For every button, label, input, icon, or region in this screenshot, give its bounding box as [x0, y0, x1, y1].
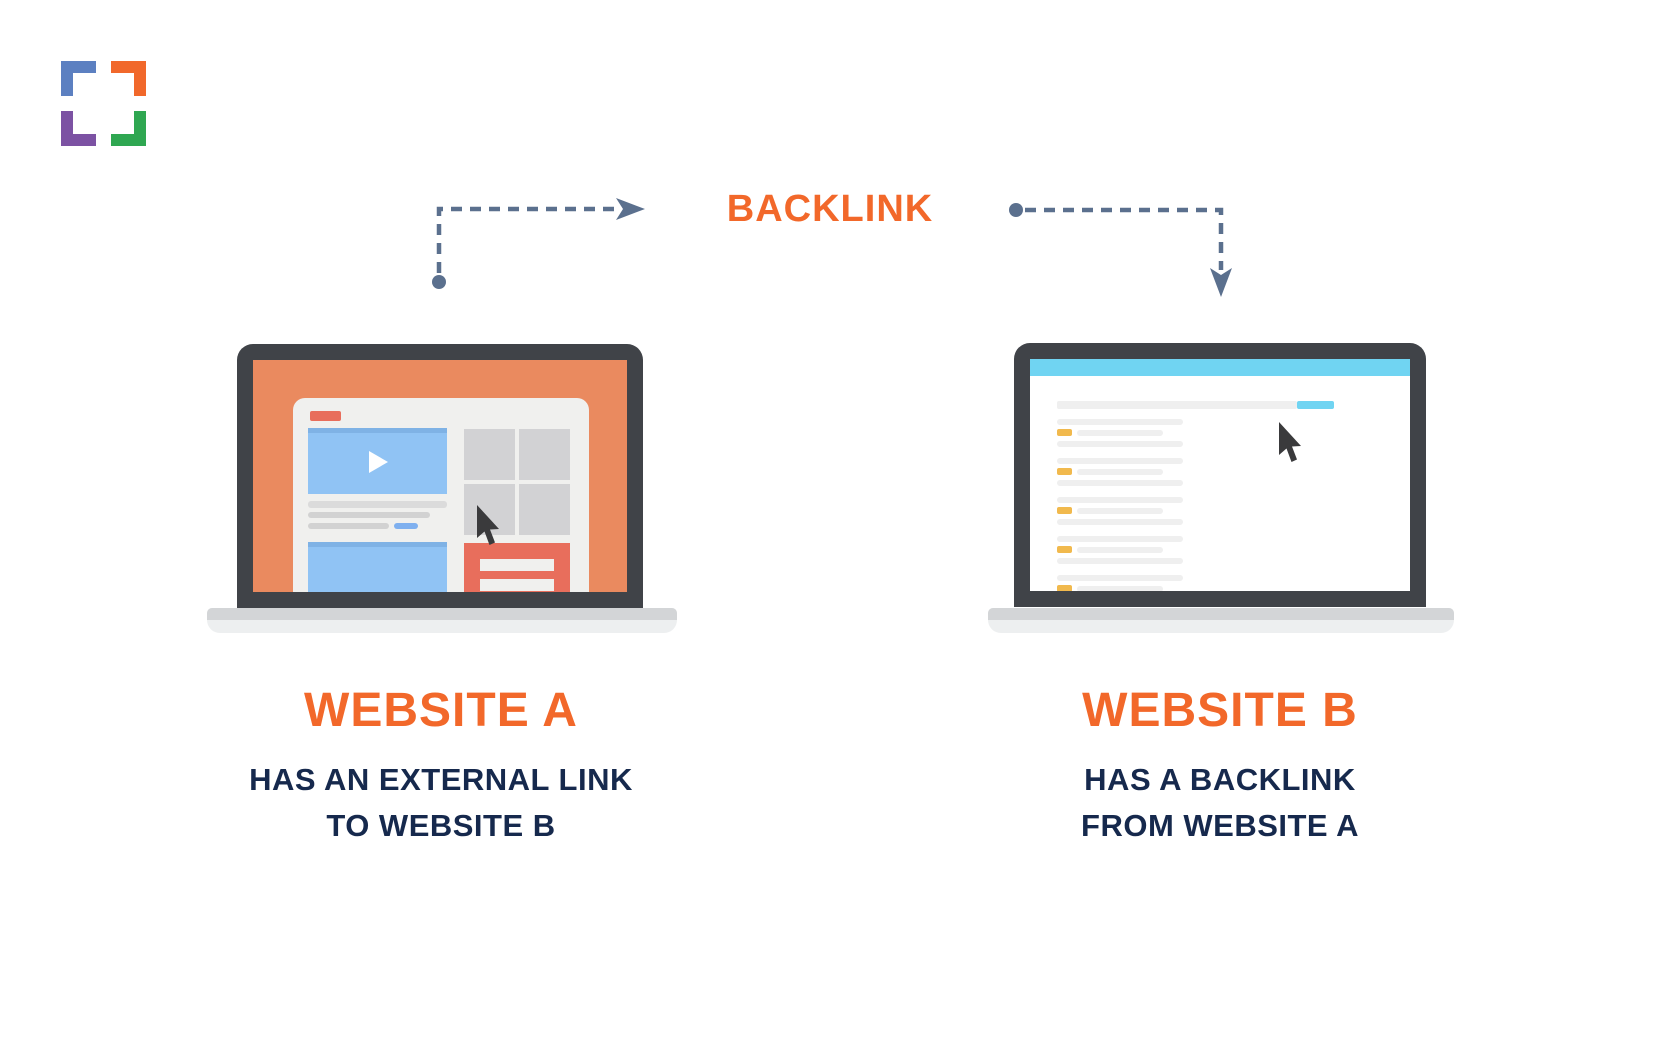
- result-line: [1057, 519, 1183, 525]
- result-line: [1057, 558, 1183, 564]
- text-line-placeholder: [308, 512, 430, 518]
- result-line: [1077, 508, 1163, 514]
- arrow-dashed-line: [436, 206, 618, 273]
- text-line-placeholder: [308, 501, 447, 508]
- laptop-a-base-edge: [207, 608, 677, 620]
- result-line: [1057, 419, 1183, 425]
- arrow-pointer-icon: [1279, 422, 1301, 462]
- logo-corner-top-left: [61, 61, 96, 96]
- arrow-head-down: [1210, 268, 1232, 297]
- laptop-b-base: [988, 608, 1454, 633]
- brand-logo-icon: [61, 61, 146, 146]
- result-line: [1057, 458, 1183, 464]
- website-a-page: [293, 398, 589, 592]
- image-tile: [519, 429, 570, 480]
- result-line: [1077, 586, 1163, 591]
- form-field-placeholder: [480, 559, 554, 571]
- backlink-highlight-chip: [1297, 401, 1334, 409]
- website-a-title: WEBSITE A: [304, 684, 578, 737]
- arrow-dashed-line: [1025, 207, 1224, 270]
- laptop-b-base-edge: [988, 608, 1454, 620]
- bullet-chip: [1057, 468, 1072, 475]
- result-group: [1057, 575, 1387, 591]
- page-title-bar-placeholder: [1057, 401, 1297, 409]
- laptop-a-screen: [253, 360, 627, 592]
- arrow-start-dot: [432, 275, 446, 289]
- image-tile: [464, 429, 515, 480]
- logo-corner-bottom-right: [111, 111, 146, 146]
- website-a-description-line1: HAS AN EXTERNAL LINK: [249, 762, 633, 797]
- form-block: [464, 543, 570, 592]
- arrow-head-right: [616, 198, 645, 220]
- form-field-placeholder: [480, 579, 554, 591]
- laptop-b-screen: [1030, 359, 1410, 591]
- laptop-b-frame: [1014, 343, 1426, 607]
- video-player-top-edge: [308, 428, 447, 433]
- logo-corner-bottom-left: [61, 111, 96, 146]
- result-line: [1077, 469, 1163, 475]
- external-link-chip: [394, 523, 418, 529]
- bullet-chip: [1057, 507, 1072, 514]
- website-b-description-line1: HAS A BACKLINK: [1084, 762, 1356, 797]
- bullet-chip: [1057, 585, 1072, 591]
- website-a-description-line2: TO WEBSITE B: [326, 808, 556, 843]
- website-a-description: HAS AN EXTERNAL LINK TO WEBSITE B: [187, 757, 695, 849]
- text-line-placeholder: [308, 523, 389, 529]
- website-b-description-line2: FROM WEBSITE A: [1081, 808, 1359, 843]
- laptop-a-base: [207, 608, 677, 633]
- browser-header-bar: [1030, 359, 1410, 376]
- result-line: [1057, 480, 1183, 486]
- image-tile: [519, 484, 570, 535]
- backlink-label: BACKLINK: [726, 188, 934, 230]
- website-b-description: HAS A BACKLINK FROM WEBSITE A: [966, 757, 1474, 849]
- logo-corner-top-right: [111, 61, 146, 96]
- laptop-a-frame: [237, 344, 643, 608]
- dashed-arrow-left-icon: [432, 198, 645, 289]
- bullet-chip: [1057, 546, 1072, 553]
- result-line: [1077, 430, 1163, 436]
- website-b-caption: WEBSITE B HAS A BACKLINK FROM WEBSITE A: [966, 686, 1474, 849]
- result-group: [1057, 497, 1387, 525]
- result-line: [1057, 536, 1183, 542]
- arrow-start-dot: [1009, 203, 1023, 217]
- website-b-title: WEBSITE B: [1082, 684, 1358, 737]
- website-a-caption: WEBSITE A HAS AN EXTERNAL LINK TO WEBSIT…: [187, 686, 695, 849]
- result-group: [1057, 419, 1387, 447]
- result-line: [1077, 547, 1163, 553]
- arrow-pointer-icon: [477, 505, 499, 545]
- play-triangle-icon: [369, 451, 388, 473]
- bullet-chip: [1057, 429, 1072, 436]
- result-line: [1057, 497, 1183, 503]
- site-logo-placeholder: [310, 411, 341, 421]
- content-block-blue: [308, 542, 447, 592]
- result-line: [1057, 575, 1183, 581]
- dashed-arrow-right-icon: [1009, 203, 1232, 297]
- image-grid: [464, 429, 570, 535]
- content-block-top-edge: [308, 542, 447, 547]
- result-group: [1057, 536, 1387, 564]
- result-list: [1057, 419, 1387, 591]
- video-player: [308, 428, 447, 494]
- result-group: [1057, 458, 1387, 486]
- result-line: [1057, 441, 1183, 447]
